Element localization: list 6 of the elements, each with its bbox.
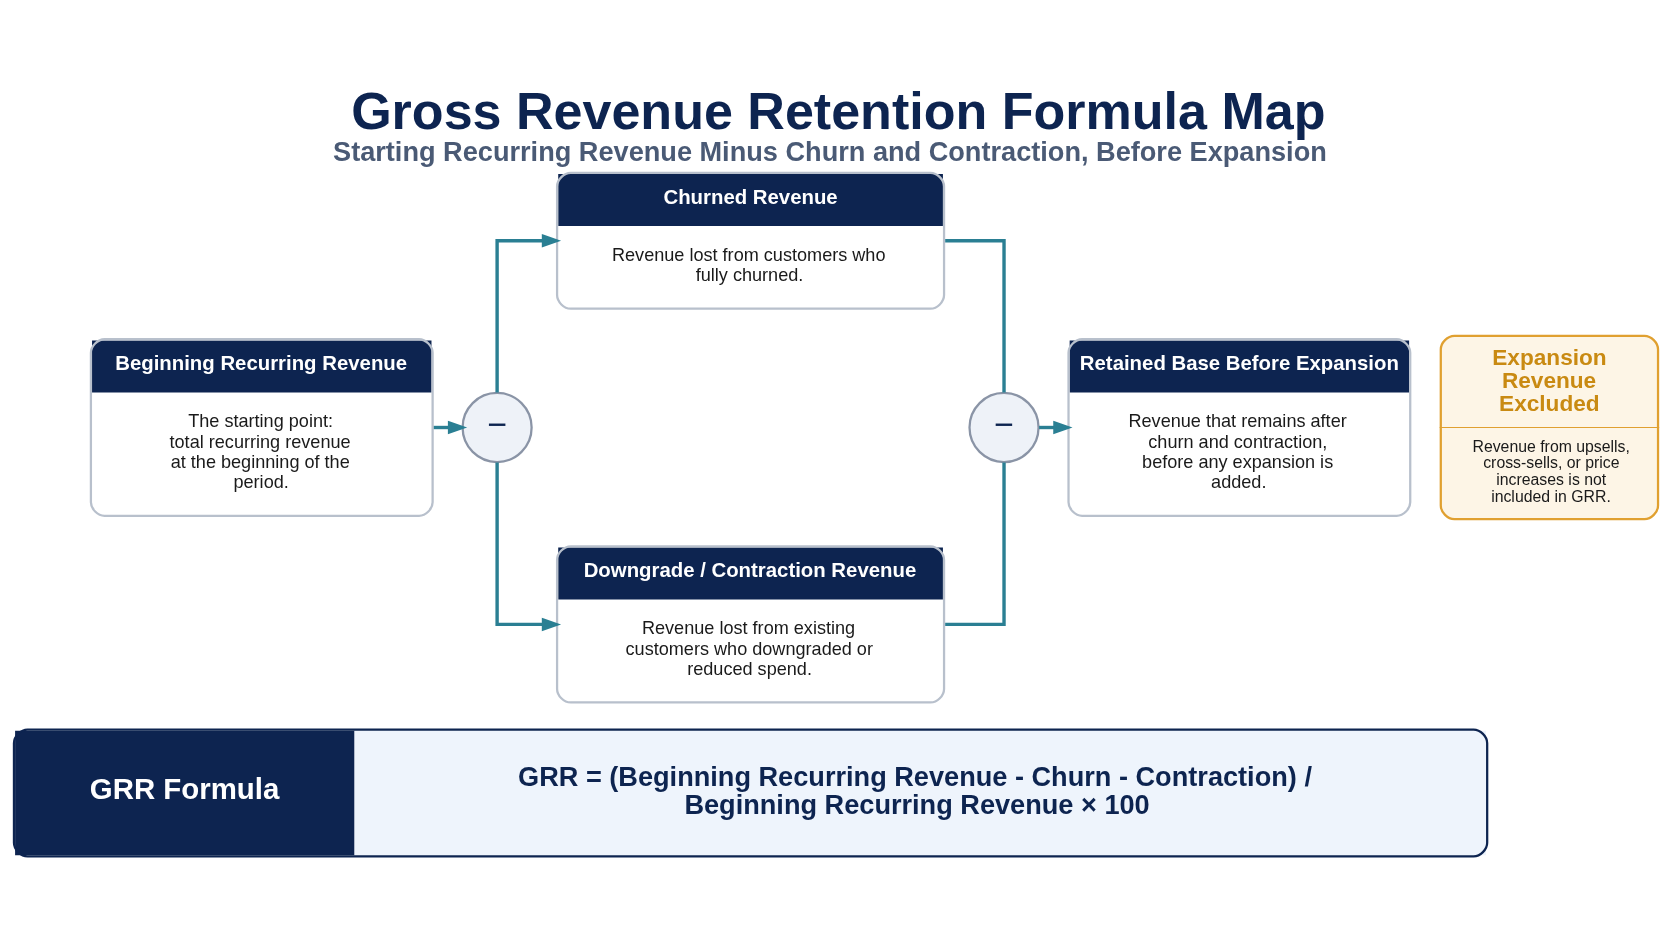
connector — [945, 239, 1006, 393]
arrow — [495, 462, 562, 632]
node-circle: − — [968, 391, 1040, 464]
connector — [945, 462, 1006, 627]
node-circle: − — [461, 391, 533, 464]
arrow — [495, 234, 562, 393]
